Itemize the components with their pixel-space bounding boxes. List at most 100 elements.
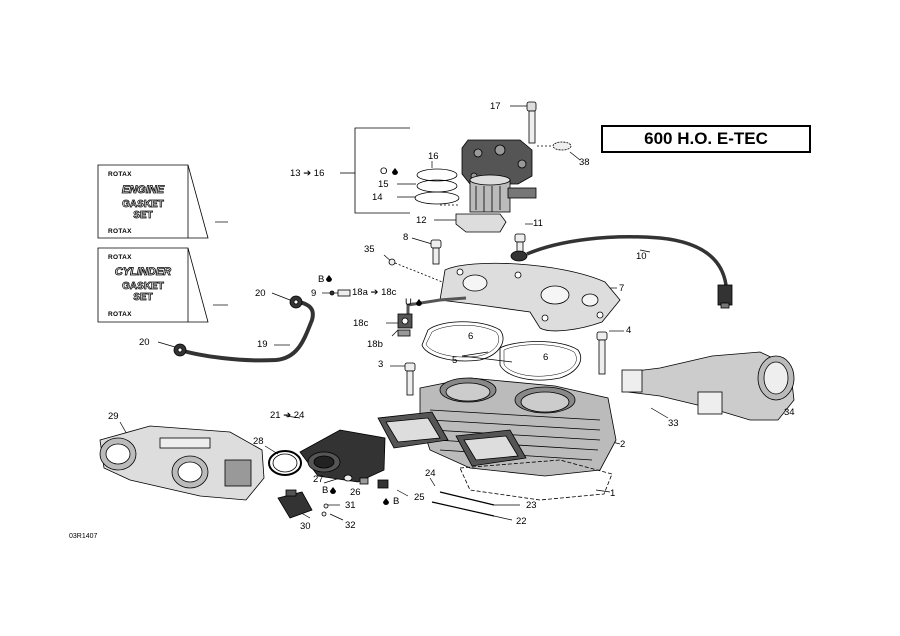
- part-12-gasket: [455, 213, 507, 233]
- kit-line1: GASKET: [122, 281, 164, 293]
- callout-2: 2: [620, 439, 626, 450]
- callout-24: 24: [425, 468, 436, 479]
- part-2-cylinder: [419, 377, 617, 477]
- part-22-strip: [431, 501, 495, 517]
- kit-brand-bottom: ROTAX: [108, 311, 132, 318]
- lube-code-b1: B: [318, 274, 325, 285]
- callout-23: 23: [526, 500, 537, 511]
- callout-1: 1: [610, 488, 616, 499]
- callout-26: 26: [350, 487, 361, 498]
- kit-brand-bottom: ROTAX: [108, 228, 132, 235]
- callout-9: 9: [311, 288, 317, 299]
- part-10-knock-sensor: [510, 235, 733, 309]
- part-19-hose: [179, 300, 315, 363]
- part-35-pin: [388, 258, 451, 286]
- part-17-bolt: [526, 101, 537, 144]
- part-14-o-ring: [414, 191, 460, 205]
- lube-code-u: U: [405, 297, 412, 308]
- part-6-gasket-right: [499, 341, 582, 381]
- callout-32: 32: [345, 520, 356, 531]
- kit-line1: GASKET: [122, 199, 164, 211]
- part-31-screw: [323, 503, 329, 509]
- kit-line2: SET: [133, 210, 153, 222]
- part-32-washer: [321, 511, 327, 517]
- exhaust-manifold: [621, 351, 795, 421]
- callout-14: 14: [372, 192, 383, 203]
- callout-28: 28: [253, 436, 264, 447]
- part-25-fitting: [377, 479, 389, 489]
- part-6-gasket-left: [421, 321, 504, 362]
- callout-27: 27: [313, 474, 324, 485]
- kit-heading: ENGINE: [121, 184, 165, 197]
- engine-gasket-set-kit-shape: [97, 164, 209, 239]
- lube-code-b3: B: [393, 496, 400, 507]
- part-15-o-ring: [416, 179, 458, 193]
- callout-17: 17: [490, 101, 501, 112]
- callout-6-left: 6: [468, 331, 474, 342]
- document-code: 03R1407: [69, 533, 98, 540]
- callout-12: 12: [416, 215, 427, 226]
- part-20-clamp-upper: [289, 295, 303, 309]
- part-20-clamp-lower: [173, 343, 187, 357]
- callout-21-24: 21 ➔ 24: [270, 410, 305, 421]
- kit-line2: SET: [133, 292, 153, 304]
- callout-35: 35: [364, 244, 375, 255]
- callout-25: 25: [414, 492, 425, 503]
- callout-8: 8: [403, 232, 409, 243]
- callout-6-right: 6: [543, 352, 549, 363]
- callout-33: 33: [668, 418, 679, 429]
- bracket-13-16: [340, 127, 410, 214]
- callout-18b: 18b: [367, 339, 383, 350]
- part-8-bolt: [430, 239, 442, 265]
- part-23-strip: [439, 491, 495, 506]
- callout-22: 22: [516, 516, 527, 527]
- callout-38: 38: [579, 157, 590, 168]
- part-38-washer: [552, 141, 572, 151]
- callout-20-upper: 20: [255, 288, 266, 299]
- callout-16: 16: [428, 151, 439, 162]
- part-29-throttle-body: [99, 425, 265, 501]
- reed-valve-blocks: [377, 411, 527, 467]
- callout-19: 19: [257, 339, 268, 350]
- callout-11: 11: [533, 218, 543, 229]
- lube-code-o: O: [380, 166, 388, 177]
- cylinder-gasket-set-kit-shape: [97, 247, 209, 323]
- intake-manifold: [299, 429, 386, 483]
- part-26-fitting: [359, 477, 369, 485]
- callout-18a-18c: 18a ➔ 18c: [352, 287, 397, 298]
- kit-brand-top: ROTAX: [108, 254, 132, 261]
- callout-30: 30: [300, 521, 311, 532]
- kit-brand-top: ROTAX: [108, 171, 132, 178]
- kit-heading: CYLINDER: [114, 266, 172, 279]
- pump-housing: [461, 139, 533, 185]
- part-27-fitting: [343, 474, 353, 482]
- model-title: 600 H.O. E-TEC: [601, 125, 811, 153]
- callout-3: 3: [378, 359, 384, 370]
- callout-10: 10: [636, 251, 647, 262]
- part-28-clamp: [268, 450, 302, 476]
- callout-31: 31: [345, 500, 356, 511]
- cylinder-gasket-set-kit: ROTAX CYLINDER GASKET SET ROTAX: [100, 249, 190, 321]
- callout-7: 7: [619, 283, 625, 294]
- part-4-bolt: [596, 331, 608, 375]
- callout-4: 4: [626, 325, 632, 336]
- lube-code-b2: B: [322, 485, 329, 496]
- part-7-cylinder-head: [439, 262, 621, 332]
- lubricant-markers: [326, 168, 422, 505]
- part-18-sensor: [397, 296, 467, 337]
- callout-20-lower: 20: [139, 337, 150, 348]
- part-1-base-gasket: [459, 459, 613, 501]
- callout-5: 5: [452, 355, 458, 366]
- filter-cartridge: [469, 174, 537, 213]
- part-30-sensor: [277, 489, 313, 519]
- callout-34: 34: [784, 407, 795, 418]
- part-16-o-ring: [416, 168, 458, 182]
- part-3-bolt: [404, 362, 416, 396]
- callout-18c: 18c: [353, 318, 369, 329]
- part-9-fitting: [329, 289, 351, 297]
- engine-gasket-set-kit: ROTAX ENGINE GASKET SET ROTAX: [100, 166, 190, 238]
- callout-13-16: 13 ➔ 16: [290, 168, 325, 179]
- callout-29: 29: [108, 411, 119, 422]
- callout-15: 15: [378, 179, 389, 190]
